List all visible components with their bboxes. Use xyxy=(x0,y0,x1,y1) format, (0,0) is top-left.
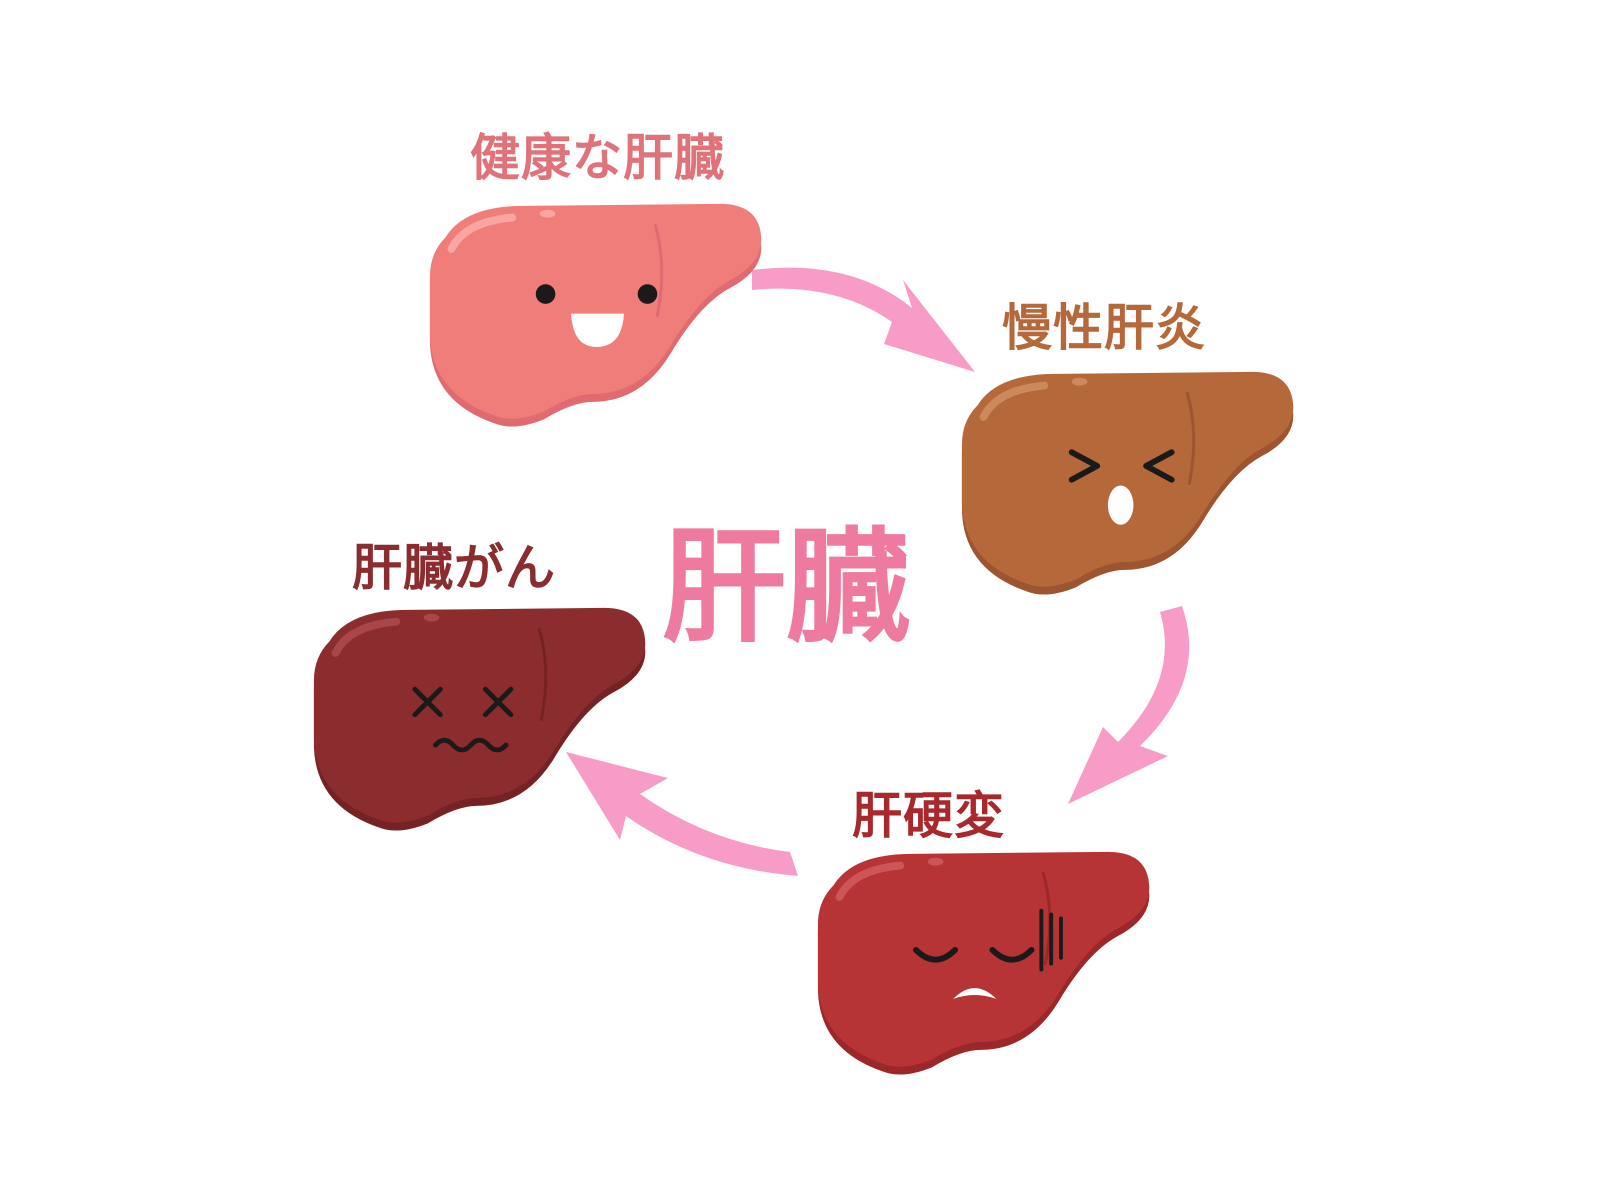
eye-left-closed xyxy=(912,946,959,963)
arrow-hepatitis-to-cirrhosis xyxy=(1068,606,1190,804)
arrow-healthy-to-hepatitis xyxy=(752,267,975,372)
liver-illustrations xyxy=(313,203,1294,1075)
liver-highlight xyxy=(331,617,401,657)
eye-left-squint xyxy=(1068,449,1101,483)
liver-highlight xyxy=(447,213,517,253)
eye-left xyxy=(535,284,556,304)
center-title: 肝臓 xyxy=(662,516,911,660)
arrow-cirrhosis-to-cancer xyxy=(566,752,798,876)
stage-label-cancer: 肝臓がん xyxy=(352,539,556,597)
stage-label-hepatitis: 慢性肝炎 xyxy=(1002,299,1206,357)
liver-lobe-line xyxy=(1185,391,1196,486)
liver-body xyxy=(961,371,1294,587)
mouth-wavy xyxy=(432,737,509,753)
liver-highlight-dot xyxy=(539,209,556,218)
stage-label-healthy: 健康な肝臓 xyxy=(470,129,725,187)
liver-hepatitis xyxy=(961,371,1294,595)
face-dead xyxy=(412,686,514,753)
liver-lobe-line xyxy=(653,223,664,318)
liver-highlight-dot xyxy=(1071,377,1088,386)
eye-left-x xyxy=(412,686,443,718)
liver-body xyxy=(817,851,1150,1067)
face-sleepy xyxy=(912,908,1063,999)
liver-highlight xyxy=(979,381,1049,421)
eye-right-squint xyxy=(1143,449,1175,483)
liver-body xyxy=(429,203,762,419)
mouth-smile xyxy=(571,313,624,347)
eye-right-closed xyxy=(989,946,1035,963)
cycle-arrows xyxy=(566,267,1190,876)
liver-highlight-dot xyxy=(927,857,944,866)
liver-healthy xyxy=(429,203,762,427)
liver-cirrhosis xyxy=(817,851,1150,1075)
stage-label-cirrhosis: 肝硬変 xyxy=(852,787,1005,845)
eye-right-x xyxy=(482,686,514,718)
face-smile xyxy=(535,284,658,347)
liver-lobe-line xyxy=(537,627,548,722)
liver-highlight-dot xyxy=(423,613,440,622)
eye-right xyxy=(637,284,658,304)
liver-highlight xyxy=(835,861,905,901)
liver-body xyxy=(313,607,646,823)
mouth-open xyxy=(1107,485,1134,525)
face-squint xyxy=(1068,449,1175,525)
liver-cancer xyxy=(313,607,646,831)
mouth-frown xyxy=(953,988,997,999)
